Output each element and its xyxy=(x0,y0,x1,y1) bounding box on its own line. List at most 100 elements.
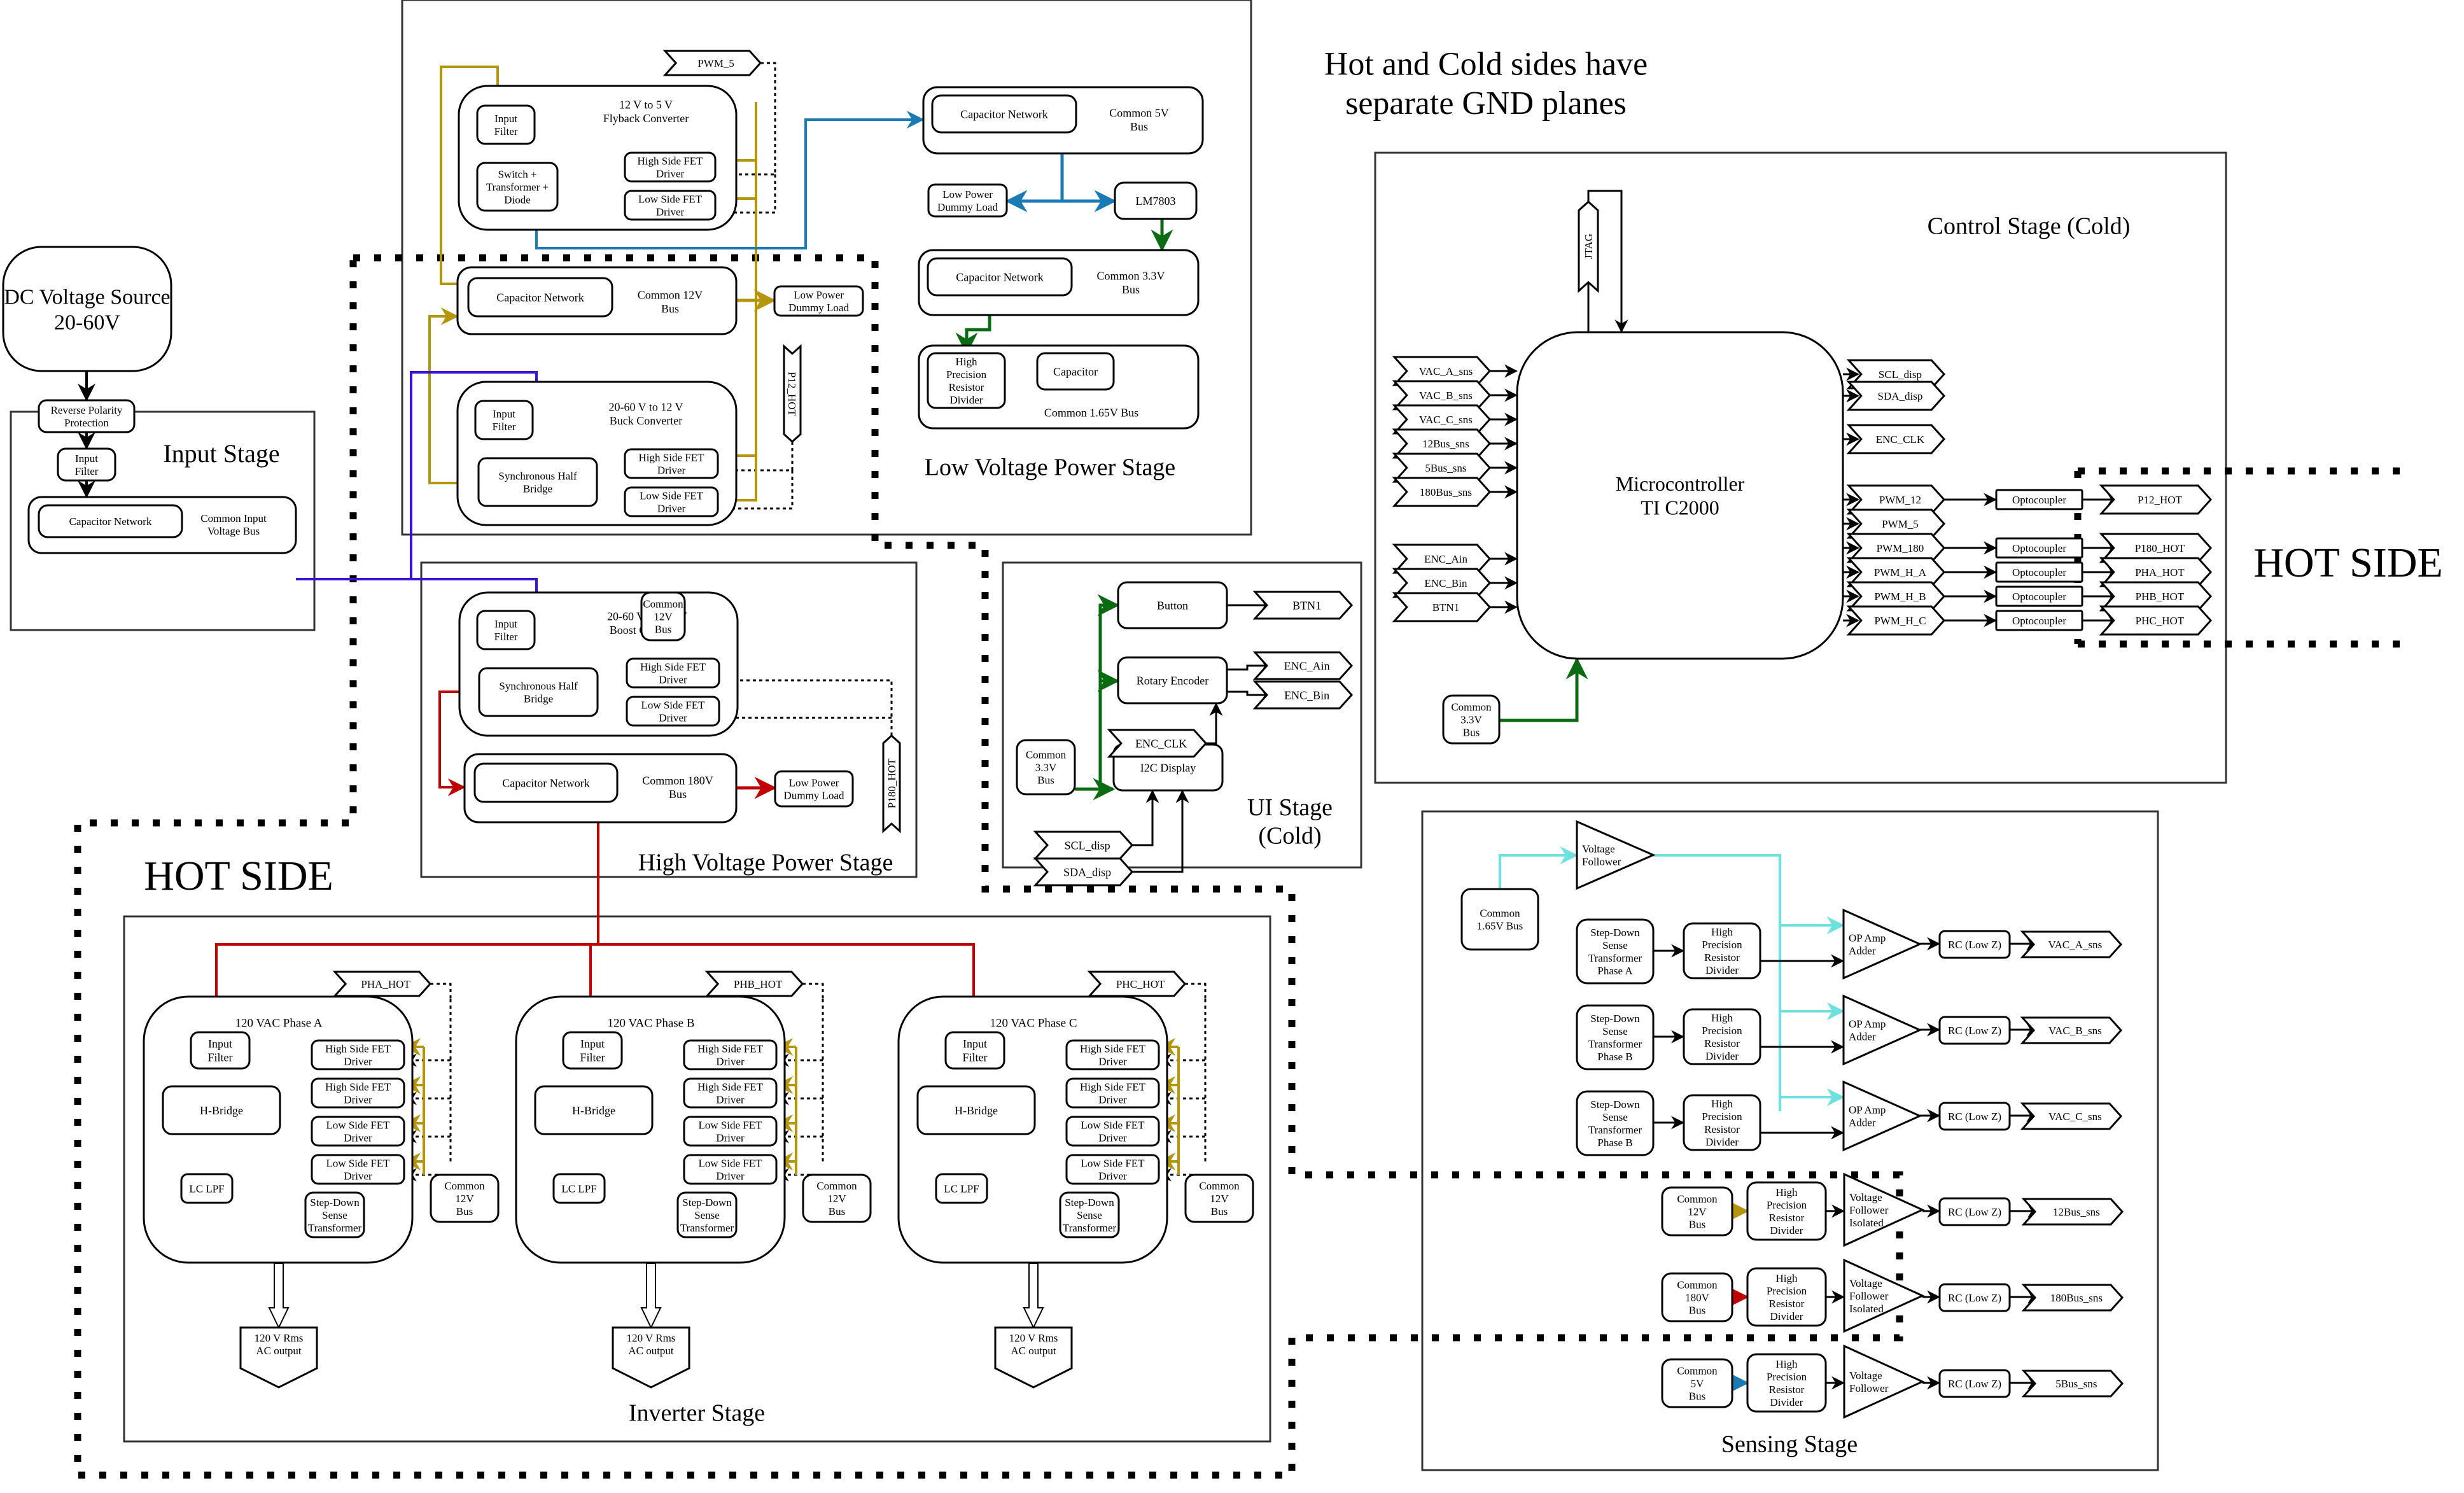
label-line: Optocoupler xyxy=(2012,494,2066,506)
label-line: Sense xyxy=(1602,1025,1628,1037)
label-line: 12Bus_sns xyxy=(2053,1206,2100,1218)
label-line: Button xyxy=(1157,599,1188,612)
bus5-cap-network-shape xyxy=(931,94,1077,134)
phase-title: 120 VAC Phase A xyxy=(235,1017,322,1030)
rc-filter: RC (Low Z) xyxy=(1938,1197,2011,1226)
mcu-output-pwm_180: PWM_180 xyxy=(1846,533,1946,563)
mcu-output-pwm_h_a-label: PWM_H_A xyxy=(1874,566,1927,578)
rc-filter-label: RC (Low Z) xyxy=(1948,939,2001,951)
h-bridge: H-Bridge xyxy=(534,1085,654,1135)
label-line: Adder xyxy=(1849,1030,1876,1042)
optocoupler-shape xyxy=(1995,585,2083,607)
bus5-cap-network: Capacitor Network xyxy=(931,94,1077,134)
label-line: Bus xyxy=(1211,1205,1228,1217)
label-line: Input xyxy=(75,452,98,465)
label-line: Sense xyxy=(694,1209,720,1221)
bus180-cap-network-shape xyxy=(473,762,619,803)
mcu-output-enc_clk-shape xyxy=(1846,424,1946,454)
label-line: Follower xyxy=(1849,1204,1889,1216)
label-line: PWM_5 xyxy=(1882,518,1919,530)
label-line: Transformer xyxy=(1063,1222,1117,1234)
label-line: Filter xyxy=(963,1051,988,1063)
label-line: High Side FET xyxy=(1080,1081,1146,1093)
label-line: Low Side FET xyxy=(641,699,705,711)
optocoupler: Optocoupler xyxy=(1995,561,2083,583)
dc-resistor-divider-shape xyxy=(1746,1181,1827,1241)
h-bridge-shape xyxy=(916,1085,1036,1135)
bus165-capacitor-label: Capacitor xyxy=(1053,365,1098,378)
label-line: ENC_Ain xyxy=(1284,659,1330,672)
label-line: Transformer xyxy=(680,1222,734,1234)
signal-12bus_sns-shape xyxy=(2021,1198,2124,1226)
mcu-output-enc_clk: ENC_CLK xyxy=(1846,424,1946,454)
label-line: High xyxy=(1776,1272,1798,1284)
label-line: VAC_B_sns xyxy=(2048,1025,2102,1037)
label-line: P180_HOT xyxy=(886,758,898,808)
label-line: AC output xyxy=(1011,1345,1056,1357)
label-line: Dummy Load xyxy=(937,201,998,213)
button-block: Button xyxy=(1117,581,1228,629)
op-amp-adder-shape xyxy=(1842,1080,1922,1152)
label-line: RC (Low Z) xyxy=(1948,1111,2001,1123)
label-line: 120 VAC Phase A xyxy=(235,1017,322,1030)
label-line: High xyxy=(1711,1012,1733,1024)
label-line: PWM_5 xyxy=(697,57,734,69)
ac-output-arrow xyxy=(1023,1263,1044,1329)
label-line: Common 180V xyxy=(642,775,713,787)
buck-low-side-driver-shape xyxy=(624,486,719,517)
hot-side-label-left: HOT SIDE xyxy=(144,853,333,899)
label-line: Low Side FET xyxy=(1081,1119,1145,1131)
label-line: Adder xyxy=(1849,944,1876,957)
label-line: Divider xyxy=(1705,1050,1739,1062)
label-line: SCL_disp xyxy=(1065,839,1110,852)
label-line: ENC_CLK xyxy=(1876,433,1925,445)
label-line: Step-Down xyxy=(310,1196,360,1209)
label-line: BTN1 xyxy=(1432,601,1460,613)
fet-driver-shape xyxy=(311,1116,405,1147)
lc-lpf: LC LPF xyxy=(180,1173,234,1204)
voltage-follower-shape xyxy=(1843,1258,1925,1333)
label-line: 180V xyxy=(1685,1291,1710,1303)
label-line: Filter xyxy=(493,421,516,433)
label-line: Low Power xyxy=(794,289,844,301)
boost-input-filter-shape xyxy=(476,610,536,650)
wire xyxy=(440,66,507,285)
label-line: High Side FET xyxy=(639,451,705,463)
rc-filter-shape xyxy=(1938,1283,2011,1312)
label-line: Step-Down xyxy=(1590,927,1640,939)
label-line: Sense xyxy=(1077,1209,1102,1221)
label-line: (Cold) xyxy=(1258,823,1321,850)
h-bridge: H-Bridge xyxy=(162,1085,281,1135)
i2c-display-block-label: I2C Display xyxy=(1140,761,1196,774)
signal-vac_c_sns-label: VAC_C_sns xyxy=(2048,1111,2102,1123)
optocoupler: Optocoupler xyxy=(1995,610,2083,631)
signal-vac_a_sns: VAC_A_sns xyxy=(2020,930,2123,958)
signal-vac_c_sns: VAC_C_sns xyxy=(2020,1102,2123,1130)
bus165-resistor-divider-shape xyxy=(927,352,1006,409)
high-voltage-stage-title: High Voltage Power Stage xyxy=(638,849,893,876)
label-line: Input xyxy=(494,113,517,125)
